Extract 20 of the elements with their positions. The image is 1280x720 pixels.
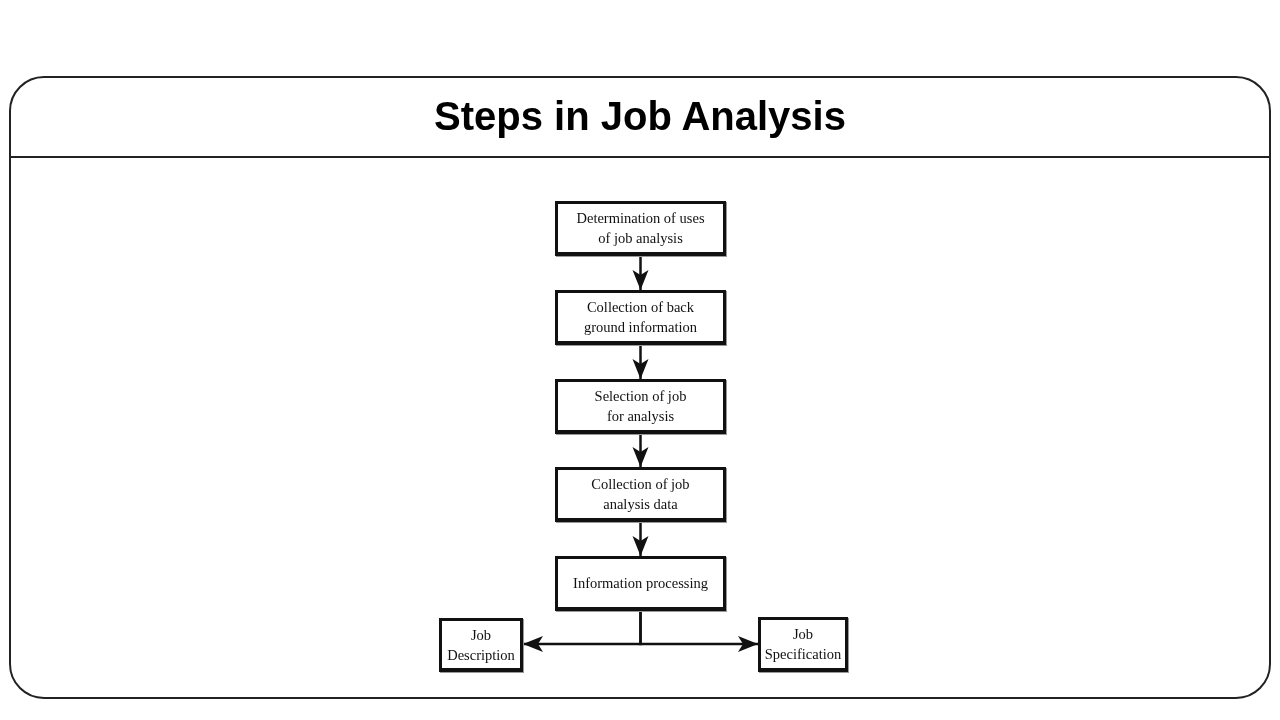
- arrow: [632, 256, 649, 290]
- process-box: [555, 467, 726, 522]
- step-text: Job Specification: [763, 625, 843, 664]
- step-text: Information processing: [573, 574, 708, 593]
- process-box: [555, 201, 726, 256]
- step-text: Job Description: [446, 625, 516, 665]
- arrow: [632, 434, 649, 467]
- process-box: [555, 556, 726, 611]
- step-text: Selection of job for analysis: [593, 387, 688, 426]
- arrow: [632, 345, 649, 379]
- process-box: [555, 290, 726, 345]
- process-box: [555, 379, 726, 434]
- process-box: [758, 617, 848, 672]
- arrow: [632, 522, 649, 556]
- step-text: Determination of uses of job analysis: [575, 209, 706, 248]
- step-text: Collection of back ground information: [582, 298, 699, 337]
- slide-title: Steps in Job Analysis: [434, 93, 846, 139]
- step-text: Collection of job analysis data: [590, 475, 691, 514]
- arrow: [639, 611, 758, 652]
- process-box: [439, 618, 523, 672]
